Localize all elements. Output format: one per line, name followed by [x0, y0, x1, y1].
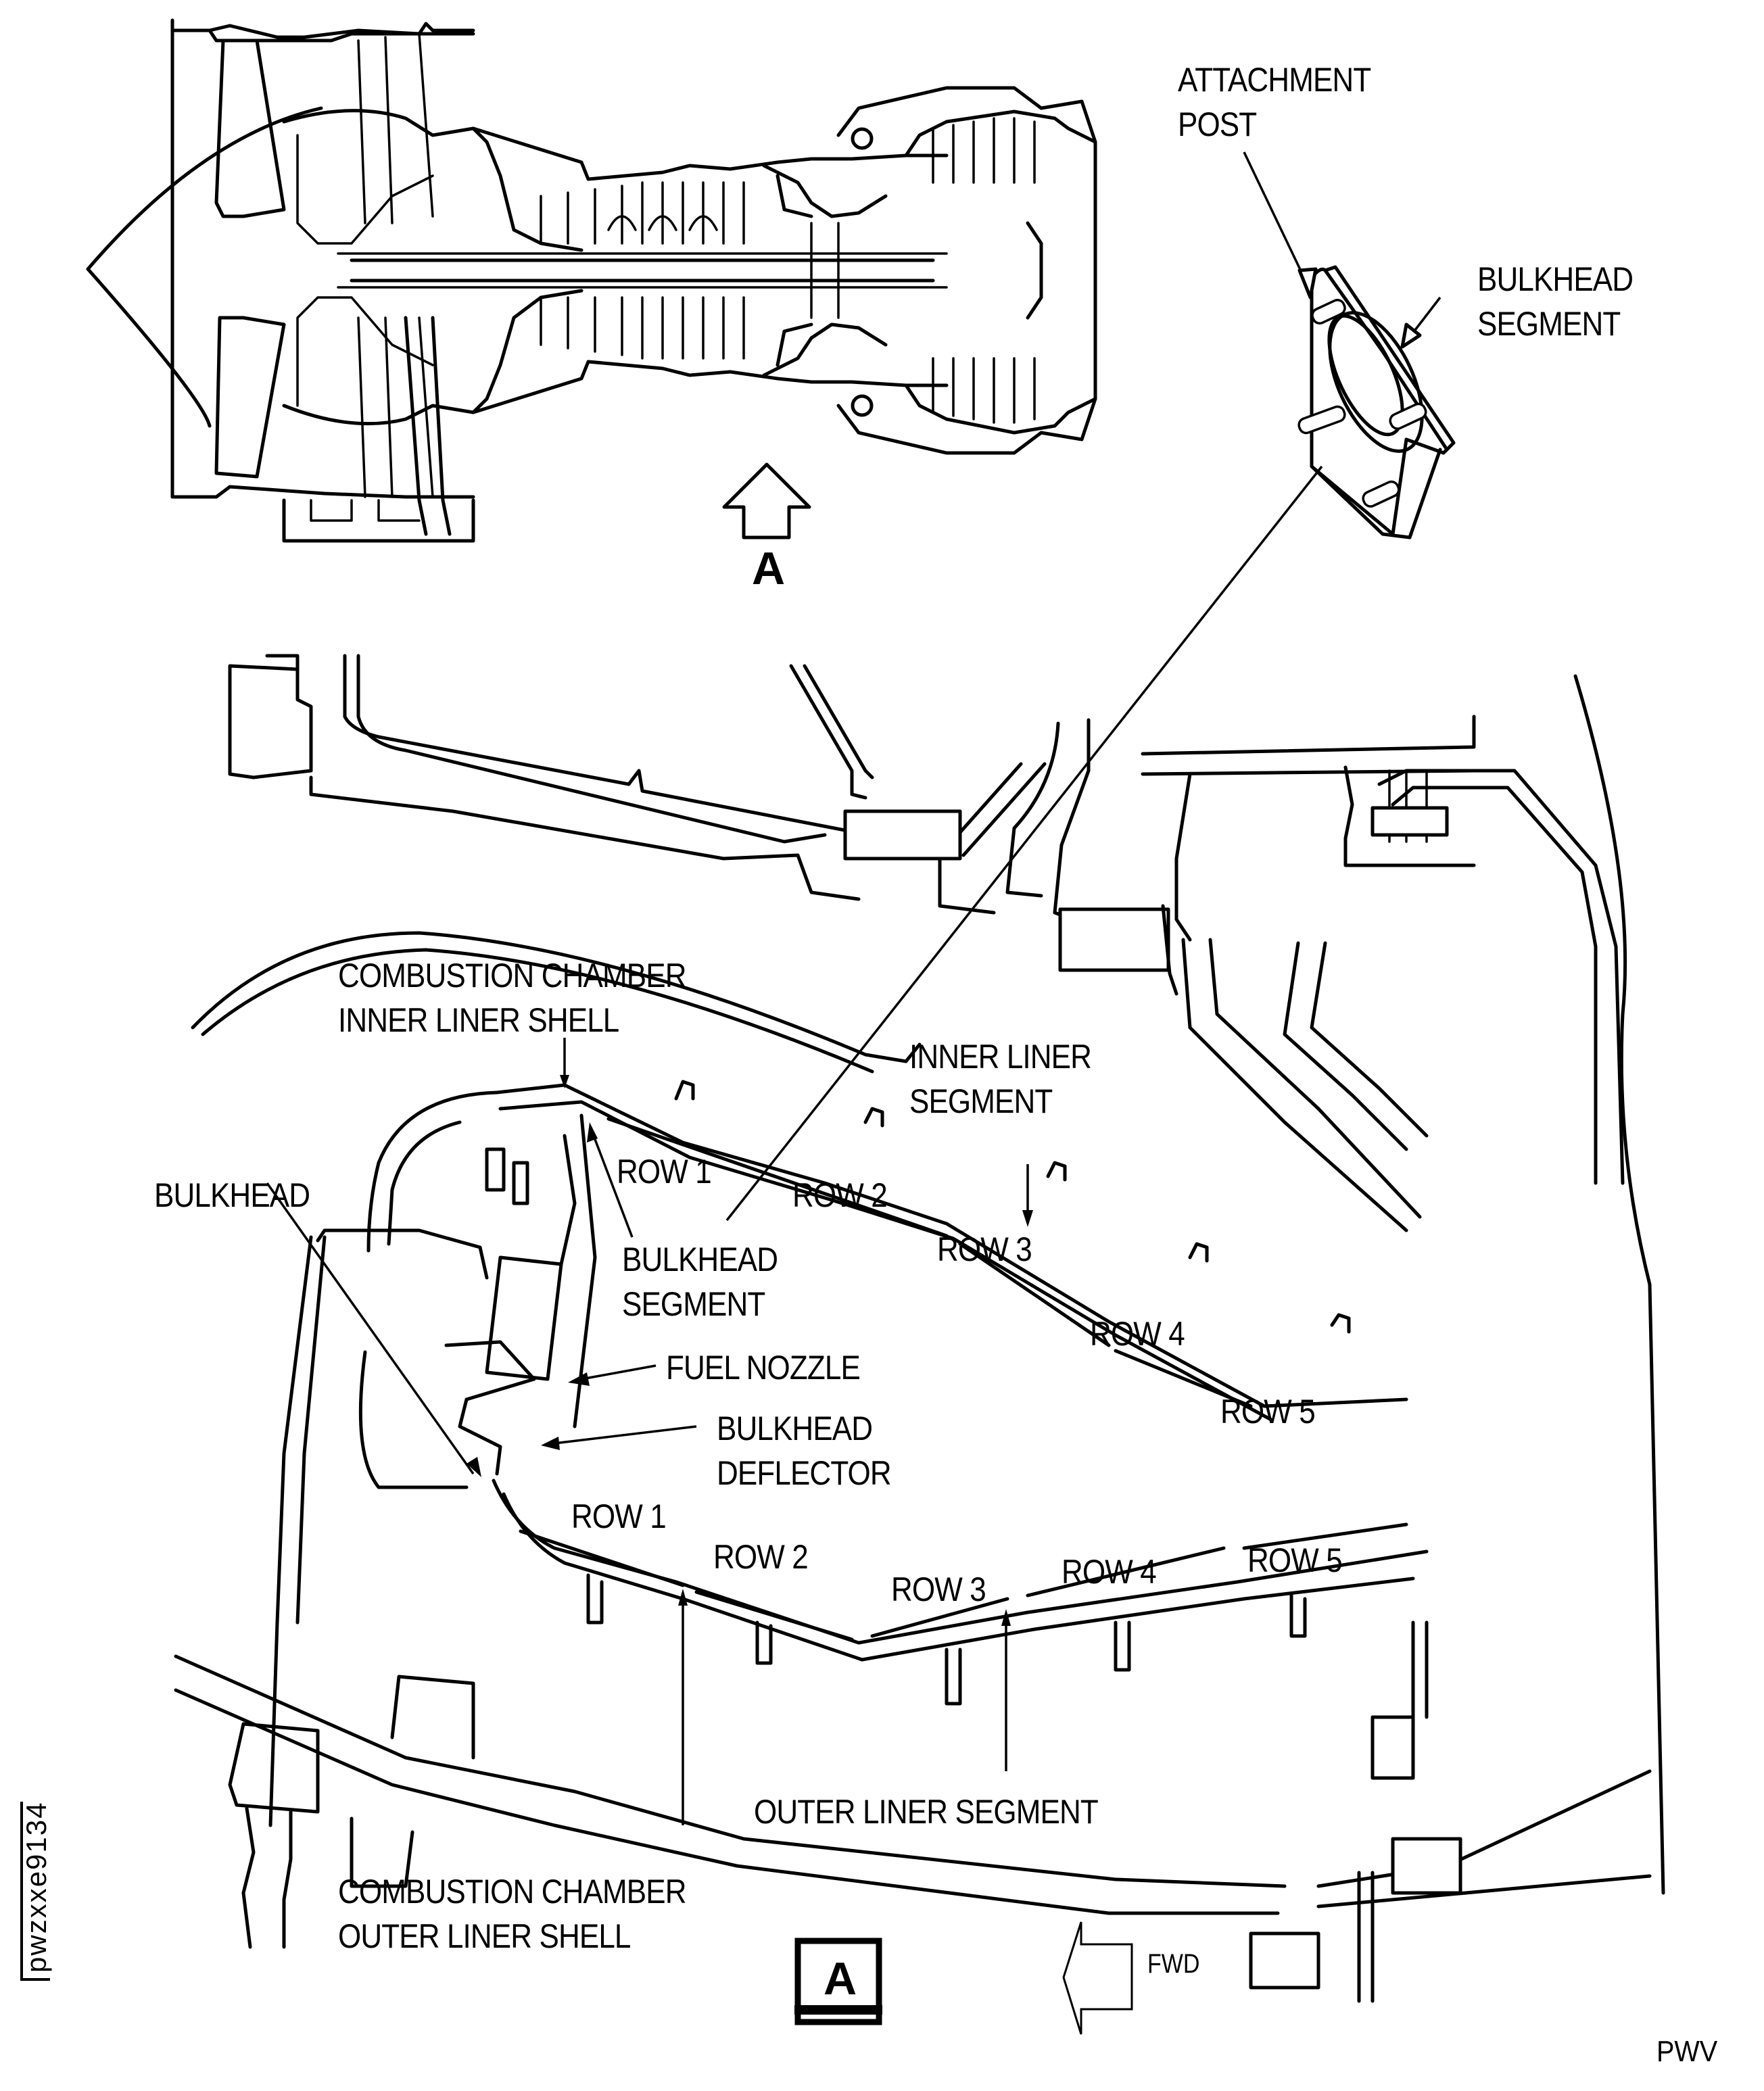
inner-liner-shell	[495, 1083, 1408, 1408]
engine-cross-section	[86, 18, 1097, 543]
outer-row-3: ROW 3	[891, 1570, 986, 1608]
combustor-lower	[762, 322, 888, 377]
bolt-upper	[843, 809, 962, 861]
label-bulkhead-segment: BULKHEAD SEGMENT	[622, 1237, 778, 1326]
inner-row-1: ROW 1	[617, 1153, 712, 1191]
combustor-section-view	[174, 654, 1665, 2003]
label-bulkhead: BULKHEAD	[154, 1176, 310, 1214]
fan-case-top	[170, 18, 475, 39]
combustor-upper	[762, 164, 888, 218]
bolt-lower	[1391, 1837, 1462, 1895]
label-line: DEFLECTOR	[717, 1454, 892, 1492]
view-arrow-label: A	[752, 543, 786, 594]
hpc-blades-lower	[540, 296, 745, 360]
view-a-label: A	[824, 1953, 857, 2004]
source-mark: PWV	[1656, 2035, 1718, 2068]
inner-row-4: ROW 4	[1090, 1315, 1185, 1353]
hpc-blades-upper	[540, 181, 745, 245]
bolt-mid	[1058, 907, 1170, 972]
diffuser-arc	[191, 931, 922, 1063]
fan-case-bottom	[170, 485, 475, 499]
label-line: INNER LINER SHELL	[338, 1001, 619, 1039]
hpc-casing-top	[471, 126, 949, 181]
outer-row-2: ROW 2	[713, 1538, 809, 1576]
exhaust	[1039, 99, 1097, 441]
fan-blade-lower	[214, 316, 286, 479]
spinner-cone	[86, 106, 323, 428]
arrowhead	[1297, 267, 1318, 299]
label-line: BULKHEAD	[622, 1241, 778, 1278]
fuel-nozzle	[485, 1255, 563, 1381]
label-inner-liner-shell: COMBUSTION CHAMBER INNER LINER SHELL	[338, 953, 687, 1042]
lpt-blades	[932, 117, 1036, 424]
label-fuel-nozzle: FUEL NOZZLE	[666, 1349, 861, 1387]
label-line: COMBUSTION CHAMBER	[338, 957, 687, 994]
label-line: INNER LINER	[909, 1038, 1092, 1076]
label-line: BULKHEAD	[717, 1410, 873, 1447]
igniter	[228, 1722, 320, 1814]
label-line: BULKHEAD	[1477, 260, 1634, 298]
fan-blade-upper	[214, 39, 286, 218]
label-line: POST	[1178, 105, 1257, 143]
label-attachment-post: ATTACHMENT POST	[1178, 57, 1371, 147]
label-bulkhead-segment-inset: BULKHEAD SEGMENT	[1477, 257, 1634, 346]
fwd-label: FWD	[1147, 1949, 1200, 1979]
inner-row-5: ROW 5	[1220, 1393, 1316, 1431]
hpc-casing-bottom	[471, 360, 949, 414]
attachment-posts	[1297, 299, 1427, 508]
outer-row-1: ROW 1	[571, 1497, 667, 1535]
label-line: SEGMENT	[1477, 305, 1621, 343]
label-line: OUTER LINER SHELL	[338, 1917, 631, 1955]
leader-attachment-post	[1243, 151, 1312, 291]
label-bulkhead-deflector: BULKHEAD DEFLECTOR	[717, 1406, 892, 1495]
outer-liner-segments	[519, 1522, 1408, 1706]
bulkhead-dome	[366, 1090, 499, 1253]
inner-liner-segments	[606, 1080, 1351, 1408]
label-inner-liner-segment: INNER LINER SEGMENT	[909, 1034, 1092, 1124]
label-line: ATTACHMENT	[1178, 61, 1371, 99]
inner-row-2: ROW 2	[792, 1176, 888, 1214]
gearbox	[282, 498, 475, 543]
label-line: SEGMENT	[622, 1285, 765, 1323]
label-line: COMBUSTION CHAMBER	[338, 1873, 687, 1910]
bulkhead-segment-detail	[1297, 265, 1456, 539]
figure-id-code: pwzxxe9134	[20, 1801, 52, 1981]
main-shaft	[350, 258, 935, 283]
fwd-arrow-outline	[1062, 1921, 1133, 2035]
outer-row-5: ROW 5	[1247, 1541, 1343, 1579]
view-arrow-up-icon	[722, 462, 811, 539]
label-outer-liner-shell: COMBUSTION CHAMBER OUTER LINER SHELL	[338, 1869, 687, 1958]
label-outer-liner-segment: OUTER LINER SEGMENT	[754, 1793, 1099, 1831]
label-line: SEGMENT	[909, 1082, 1053, 1120]
inner-row-3: ROW 3	[937, 1230, 1032, 1268]
leader-inset-to-section	[725, 465, 1323, 1222]
outer-row-4: ROW 4	[1062, 1553, 1157, 1591]
label-leaders	[266, 1038, 1033, 1825]
